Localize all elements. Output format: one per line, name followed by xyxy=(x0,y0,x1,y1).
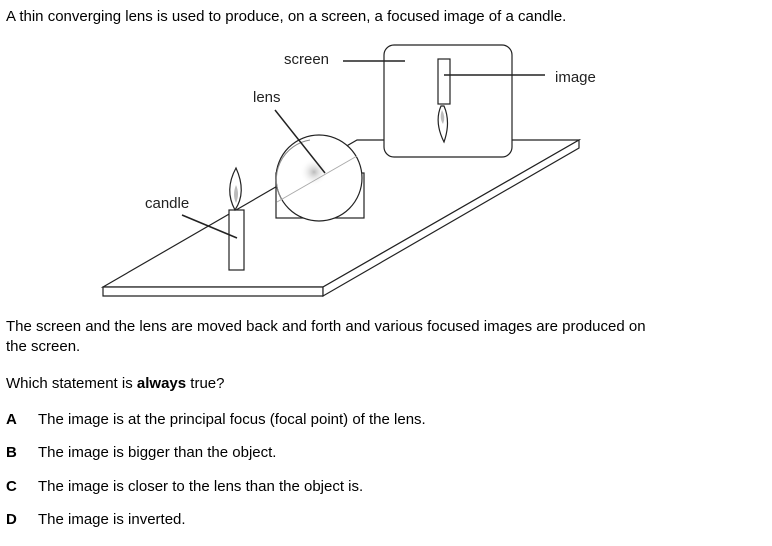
lens xyxy=(275,134,365,222)
paragraph-cont: the screen. xyxy=(6,338,81,355)
option-key: D xyxy=(6,511,17,528)
question-post: true? xyxy=(186,375,225,392)
option-text: The image is bigger than the object. xyxy=(38,444,277,461)
intro-text: A thin converging lens is used to produc… xyxy=(6,8,567,25)
paragraph: The screen and the lens are moved back a… xyxy=(6,318,646,335)
option-text: The image is at the principal focus (foc… xyxy=(38,411,426,428)
option-b[interactable]: B The image is bigger than the object. xyxy=(6,443,276,463)
candle-pointer xyxy=(181,214,238,239)
question-bold: always xyxy=(136,375,187,392)
candle xyxy=(228,166,245,271)
option-key: A xyxy=(6,411,17,428)
option-key: C xyxy=(6,478,17,495)
option-text: The image is closer to the lens than the… xyxy=(38,478,364,495)
option-key: B xyxy=(6,444,17,461)
option-d[interactable]: D The image is inverted. xyxy=(6,510,186,530)
screen xyxy=(383,44,513,158)
question-stem: Which statement is always true? xyxy=(6,374,224,394)
screen-label: screen xyxy=(284,51,329,68)
option-text: The image is inverted. xyxy=(38,511,186,528)
question-pre: Which statement is xyxy=(6,375,137,392)
option-c[interactable]: C The image is closer to the lens than th… xyxy=(6,477,363,497)
candle-label: candle xyxy=(145,195,189,212)
option-a[interactable]: A The image is at the principal focus (fo… xyxy=(6,410,426,430)
lens-pointer xyxy=(274,109,326,174)
lens-label: lens xyxy=(253,89,281,106)
image-candle-inverted xyxy=(437,58,451,144)
image-label: image xyxy=(555,69,596,86)
